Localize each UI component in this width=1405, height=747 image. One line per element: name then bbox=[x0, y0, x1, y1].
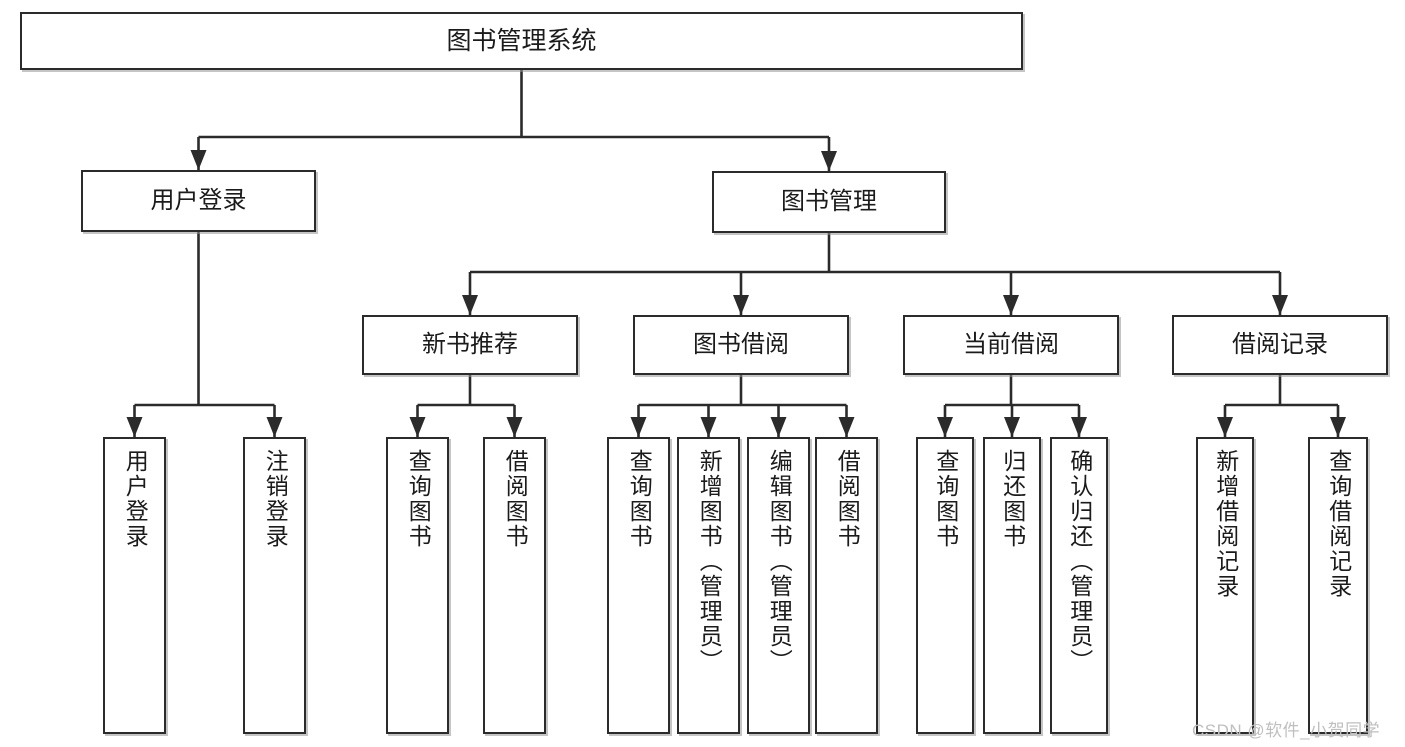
arrowhead-login bbox=[190, 150, 207, 170]
node-label: 新增借阅记录 bbox=[1212, 449, 1239, 599]
arrowhead-l8 bbox=[838, 417, 855, 437]
node-records[interactable]: 借阅记录 bbox=[1172, 315, 1388, 375]
arrowhead-l7 bbox=[770, 417, 787, 437]
node-label: 借阅图书 bbox=[834, 449, 861, 549]
node-l6[interactable]: 新增图书（管理员） bbox=[677, 437, 740, 734]
node-root[interactable]: 图书管理系统 bbox=[20, 12, 1023, 70]
node-label: 编辑图书（管理员） bbox=[766, 449, 793, 674]
node-bookmgmt[interactable]: 图书管理 bbox=[712, 171, 946, 233]
node-l12[interactable]: 新增借阅记录 bbox=[1196, 437, 1254, 734]
node-newbook[interactable]: 新书推荐 bbox=[362, 315, 578, 375]
node-label: 归还图书 bbox=[999, 449, 1026, 549]
node-l11[interactable]: 确认归还（管理员） bbox=[1050, 437, 1108, 734]
arrowhead-l13 bbox=[1330, 417, 1346, 437]
node-label: 当前借阅 bbox=[963, 330, 1059, 358]
node-label: 新书推荐 bbox=[422, 330, 518, 358]
arrowhead-l2 bbox=[266, 417, 283, 437]
arrowhead-l5 bbox=[630, 417, 647, 437]
arrowhead-l11 bbox=[1071, 417, 1087, 437]
node-borrow[interactable]: 图书借阅 bbox=[633, 315, 849, 375]
arrowhead-l4 bbox=[506, 417, 523, 437]
node-label: 查询图书 bbox=[626, 449, 653, 549]
arrowhead-l3 bbox=[409, 417, 426, 437]
node-label: 查询借阅记录 bbox=[1325, 449, 1352, 599]
arrowhead-newbook bbox=[462, 295, 478, 315]
node-label: 新增图书（管理员） bbox=[696, 449, 723, 674]
arrowhead-borrow bbox=[733, 295, 749, 315]
node-l5[interactable]: 查询图书 bbox=[607, 437, 670, 734]
node-l10[interactable]: 归还图书 bbox=[983, 437, 1041, 734]
node-l3[interactable]: 查询图书 bbox=[386, 437, 449, 734]
node-label: 图书管理系统 bbox=[446, 27, 597, 55]
arrowhead-l1 bbox=[126, 417, 143, 437]
arrowhead-records bbox=[1272, 295, 1288, 315]
arrowhead-bookmgmt bbox=[821, 151, 837, 171]
node-label: 图书管理 bbox=[781, 187, 877, 215]
node-l4[interactable]: 借阅图书 bbox=[483, 437, 546, 734]
arrowhead-l10 bbox=[1004, 417, 1020, 437]
node-label: 查询图书 bbox=[405, 449, 432, 549]
node-l8[interactable]: 借阅图书 bbox=[815, 437, 878, 734]
node-label: 查询图书 bbox=[932, 449, 959, 549]
arrowhead-l12 bbox=[1217, 417, 1233, 437]
node-label: 注销登录 bbox=[262, 449, 289, 549]
node-l1[interactable]: 用户登录 bbox=[103, 437, 166, 734]
node-l9[interactable]: 查询图书 bbox=[916, 437, 974, 734]
node-label: 借阅图书 bbox=[502, 449, 529, 549]
arrowhead-l6 bbox=[700, 417, 717, 437]
node-label: 图书借阅 bbox=[693, 330, 789, 358]
node-current[interactable]: 当前借阅 bbox=[903, 315, 1119, 375]
node-l2[interactable]: 注销登录 bbox=[243, 437, 306, 734]
node-login[interactable]: 用户登录 bbox=[81, 170, 316, 232]
node-label: 用户登录 bbox=[122, 449, 149, 549]
node-l13[interactable]: 查询借阅记录 bbox=[1308, 437, 1368, 734]
node-label: 确认归还（管理员） bbox=[1066, 449, 1093, 674]
node-label: 借阅记录 bbox=[1232, 330, 1328, 358]
arrowhead-l9 bbox=[937, 417, 953, 437]
arrowhead-current bbox=[1003, 295, 1019, 315]
node-l7[interactable]: 编辑图书（管理员） bbox=[747, 437, 810, 734]
node-label: 用户登录 bbox=[150, 186, 247, 214]
